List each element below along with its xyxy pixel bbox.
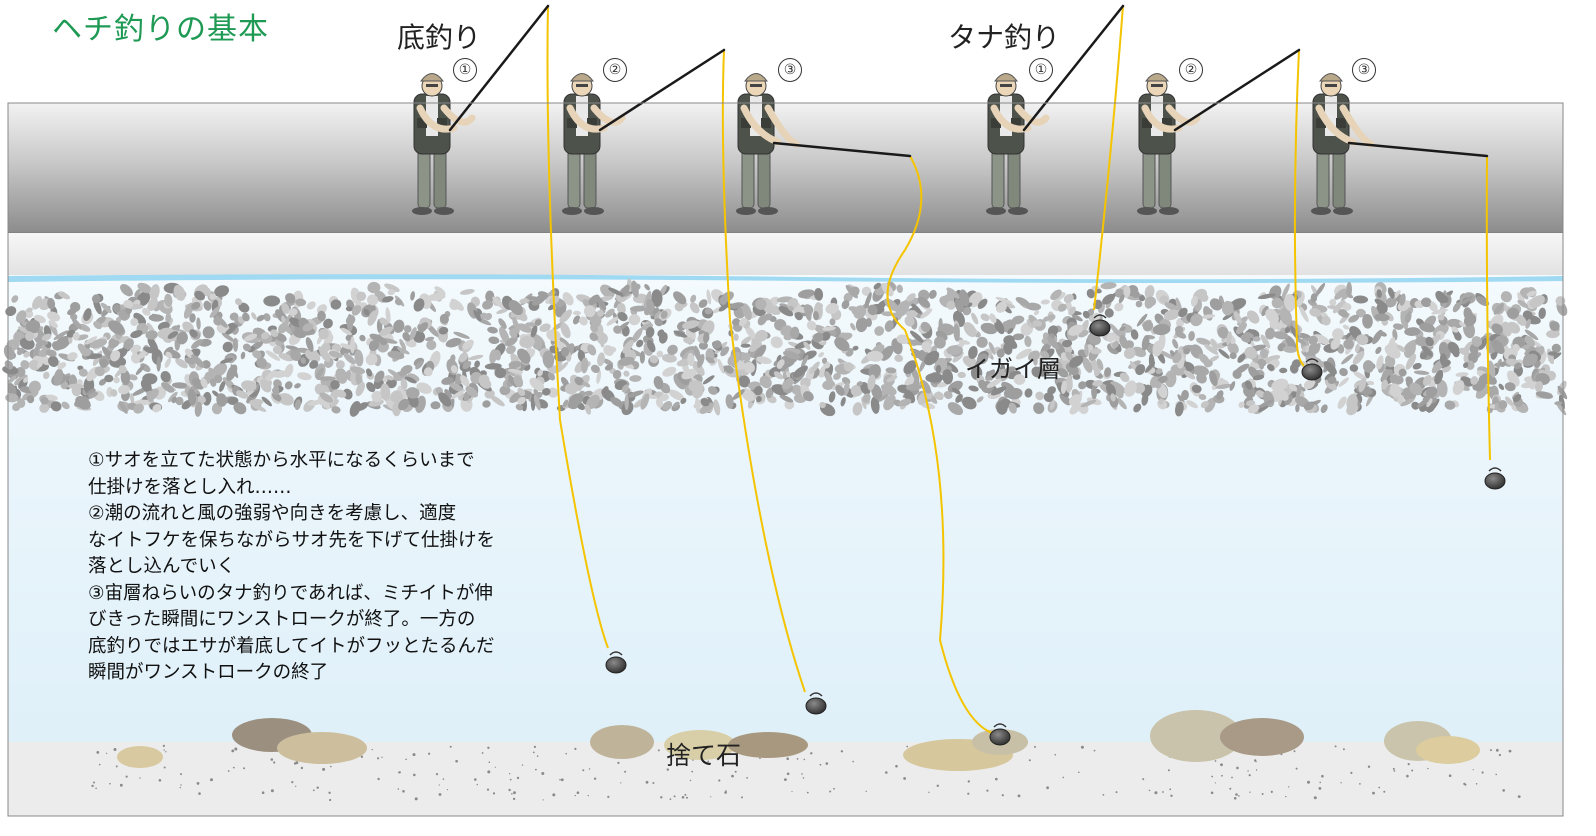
note-line: びきった瞬間にワンストロークが終了。一方の (88, 609, 476, 630)
sinker (1301, 363, 1323, 381)
fishing-rod (598, 48, 726, 132)
sinker (1484, 472, 1506, 490)
hook (993, 723, 1007, 728)
mussel-layer (2, 278, 1568, 417)
stone (1220, 718, 1304, 756)
stone (728, 732, 808, 758)
note-line: なイトフケを保ちながらサオ先を下げて仕掛けを (88, 529, 496, 551)
step-number-tana-2: ② (1179, 58, 1203, 82)
stone (590, 725, 654, 759)
angler-figure (986, 4, 1125, 215)
group-label-bottom: 底釣り (397, 21, 482, 54)
step-number-tana-1: ① (1029, 58, 1053, 82)
hook (809, 692, 823, 697)
note-line: 瞬間がワンストロークの終了 (88, 662, 329, 683)
hook (1488, 467, 1502, 472)
fishing-line (1293, 49, 1305, 367)
sinker (605, 656, 627, 674)
seabed-gravel (91, 744, 1521, 802)
pier-ledge (8, 233, 1563, 275)
hook (1305, 358, 1319, 363)
water-surface (8, 274, 1563, 283)
step-number-tana-3: ③ (1352, 58, 1376, 82)
angler-figure (412, 4, 550, 215)
note-line: ②潮の流れと風の強弱や向きを考慮し、適度 (88, 503, 457, 524)
angler-figure (562, 48, 726, 215)
sinker (989, 728, 1011, 746)
step-number-bottom-2: ② (603, 58, 627, 82)
hook (609, 651, 623, 656)
fishing-line (1093, 5, 1124, 311)
fishing-line (886, 155, 993, 734)
mussel-layer-label: イガイ層 (965, 355, 1061, 383)
note-line: ③宙層ねらいのタナ釣りであれば、ミチイトが伸 (88, 582, 493, 604)
fishing-rod (772, 141, 912, 158)
note-line: 仕掛けを落とし入れ…… (88, 476, 292, 498)
note-line: 底釣りではエサが着底してイトがフッとたるんだ (88, 635, 495, 657)
fishing-line (546, 5, 609, 649)
pier-wall (7, 102, 1564, 234)
explanation-notes: ①サオを立てた状態から水平になるくらいまで 仕掛けを落とし入れ…… ②潮の流れと… (88, 448, 538, 687)
fishing-rod (1022, 4, 1125, 132)
hook (1093, 314, 1107, 319)
riprap-label: 捨て石 (666, 741, 742, 770)
note-line: 落とし込んでいく (88, 556, 236, 577)
stone (1416, 736, 1480, 764)
riprap-stones (117, 710, 1480, 771)
angler-figure (1311, 73, 1489, 215)
step-number-bottom-3: ③ (778, 58, 802, 82)
fishing-line (1485, 155, 1491, 461)
anglers (412, 4, 1489, 215)
fishing-rod (1347, 141, 1489, 158)
page-title: ヘチ釣りの基本 (52, 12, 269, 47)
fishing-lines (546, 5, 1491, 734)
stone (664, 730, 736, 760)
fishing-rod (1173, 48, 1301, 132)
group-label-tana: タナ釣り (948, 21, 1061, 54)
stone (117, 746, 163, 768)
fishing-line (721, 49, 806, 693)
stone (1150, 710, 1242, 762)
step-number-bottom-1: ① (453, 58, 477, 82)
fishing-rod (448, 4, 550, 132)
sinker (1089, 319, 1111, 337)
stone (277, 732, 367, 764)
angler-figure (736, 73, 912, 215)
angler-figure (1137, 48, 1301, 215)
sinker (805, 697, 827, 715)
note-line: ①サオを立てた状態から水平になるくらいまで (88, 450, 475, 471)
sinkers (605, 314, 1506, 746)
